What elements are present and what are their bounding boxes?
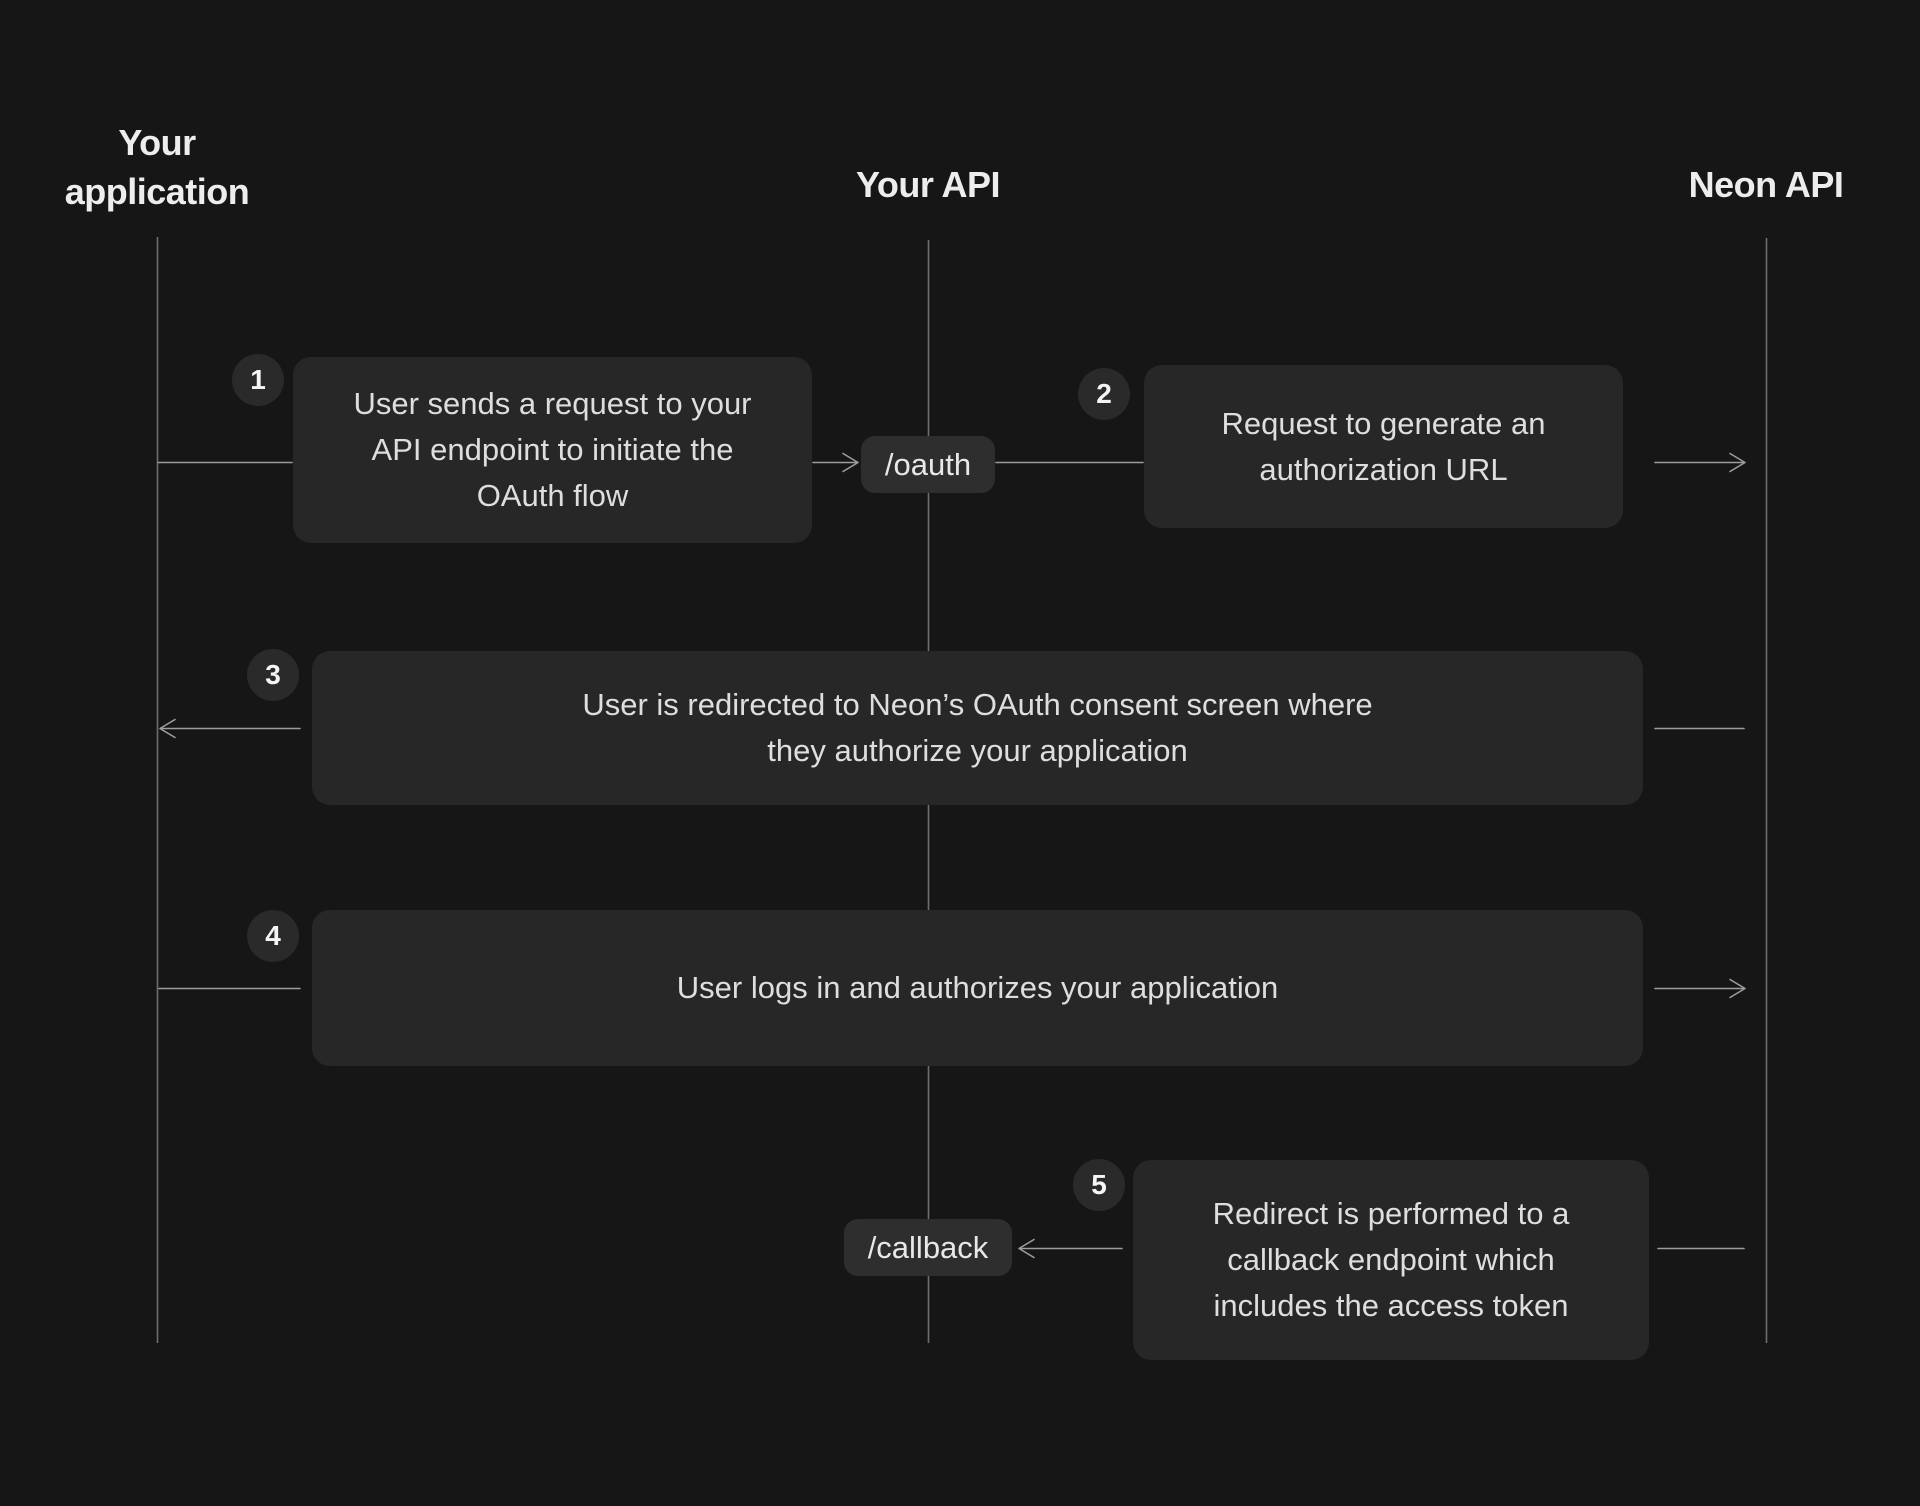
arrowhead-left-icon — [1018, 1238, 1035, 1259]
arrowhead-right-icon — [1729, 978, 1746, 999]
step-1-badge: 1 — [232, 354, 284, 406]
step-1-text: API endpoint to initiate the — [371, 432, 734, 467]
arrowhead-left-icon — [159, 718, 176, 739]
callback-endpoint-chip: /callback — [844, 1219, 1012, 1276]
step-2-text: authorization URL — [1259, 451, 1508, 487]
connector-step4 — [158, 978, 1746, 999]
step-2-box: Request to generate an authorization URL — [1144, 365, 1623, 528]
step-3-text: they authorize your application — [767, 733, 1188, 768]
step-5-badge: 5 — [1073, 1159, 1125, 1211]
step-4-box: User logs in and authorizes your applica… — [312, 910, 1643, 1066]
connector-step3 — [159, 718, 1745, 739]
step-1-text: OAuth flow — [476, 478, 629, 513]
arrowhead-right-icon — [842, 452, 859, 473]
connector-step2 — [995, 452, 1746, 473]
step-5-text: callback endpoint which — [1227, 1242, 1555, 1277]
connector-step5 — [1018, 1238, 1745, 1259]
step-3-text: User is redirected to Neon’s OAuth conse… — [582, 687, 1373, 722]
actor-header-your-api: Your API — [855, 164, 1001, 205]
step-4-text: User logs in and authorizes your applica… — [676, 970, 1279, 1005]
arrowhead-right-icon — [1729, 452, 1746, 473]
step-5-box: Redirect is performed to a callback endp… — [1133, 1160, 1649, 1360]
step-3-badge: 3 — [247, 649, 299, 701]
step-4-badge: 4 — [247, 910, 299, 962]
actor-header-your-application: Your application — [64, 122, 250, 212]
step-2-badge: 2 — [1078, 368, 1130, 420]
oauth-endpoint-chip: /oauth — [861, 436, 995, 493]
step-3-box: User is redirected to Neon’s OAuth conse… — [312, 651, 1643, 805]
step-5-text: Redirect is performed to a — [1212, 1196, 1570, 1231]
step-2-text: Request to generate an — [1221, 405, 1546, 441]
step-1-box: User sends a request to your API endpoin… — [293, 357, 812, 543]
step-5-text: includes the access token — [1213, 1288, 1569, 1323]
connector-step1 — [157, 452, 859, 473]
actor-header-neon-api: Neon API — [1688, 164, 1844, 205]
step-1-text: User sends a request to your — [353, 386, 752, 421]
